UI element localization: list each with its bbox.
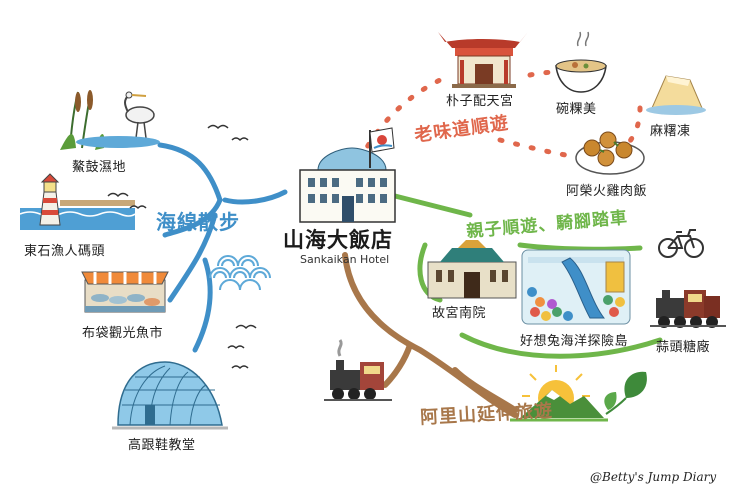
bowl-icon [555, 31, 607, 93]
playground-icon [521, 249, 631, 325]
meatball-icon [575, 131, 645, 175]
spot-label-ocean-island: 好想兔海洋探險島 [520, 334, 629, 349]
lighthouse-icon [19, 173, 136, 230]
route-label-sea: 海線散步 [156, 210, 240, 234]
hub-subtitle: Sankaikan Hotel [300, 253, 390, 266]
train-icon [650, 290, 726, 328]
family-route-line [392, 193, 663, 359]
spot-label-sugar-factory: 蒜頭糖廠 [656, 340, 711, 355]
hotel-icon [299, 147, 396, 223]
fish-stall-icon [81, 271, 169, 313]
wave-icon [209, 255, 271, 291]
alishan-route-line [342, 252, 518, 418]
spot-label-temple: 朴子配天宮 [446, 94, 514, 109]
egret-icon [60, 90, 160, 150]
mountain-sun-icon [510, 365, 608, 422]
spot-label-chicken-rice: 阿榮火雞肉飯 [566, 184, 648, 199]
flag-icon [369, 127, 395, 168]
spot-label-wagui: 碗粿美 [556, 102, 597, 117]
spot-label-jelly: 麻糬凍 [650, 124, 691, 139]
spot-label-fish-market: 布袋觀光魚市 [82, 326, 164, 341]
glass-church-icon [112, 361, 228, 430]
spot-label-wetland: 鰲鼓濕地 [72, 160, 127, 175]
tea-leaf-icon [604, 371, 647, 415]
spot-label-museum: 故宮南院 [432, 306, 487, 321]
hub-title: 山海大飯店 [283, 228, 393, 252]
museum-icon [427, 240, 517, 299]
sea-route-line [157, 142, 288, 353]
pudding-icon [646, 75, 706, 115]
bicycle-icon [658, 229, 704, 258]
credit-text: @Betty's Jump Diary [590, 470, 717, 484]
bird-icon [107, 124, 257, 370]
spot-label-fish-wharf: 東石漁人碼頭 [24, 244, 106, 259]
temple-icon [438, 32, 528, 88]
spot-label-church: 高跟鞋教堂 [128, 438, 196, 453]
train-icon [324, 339, 392, 401]
